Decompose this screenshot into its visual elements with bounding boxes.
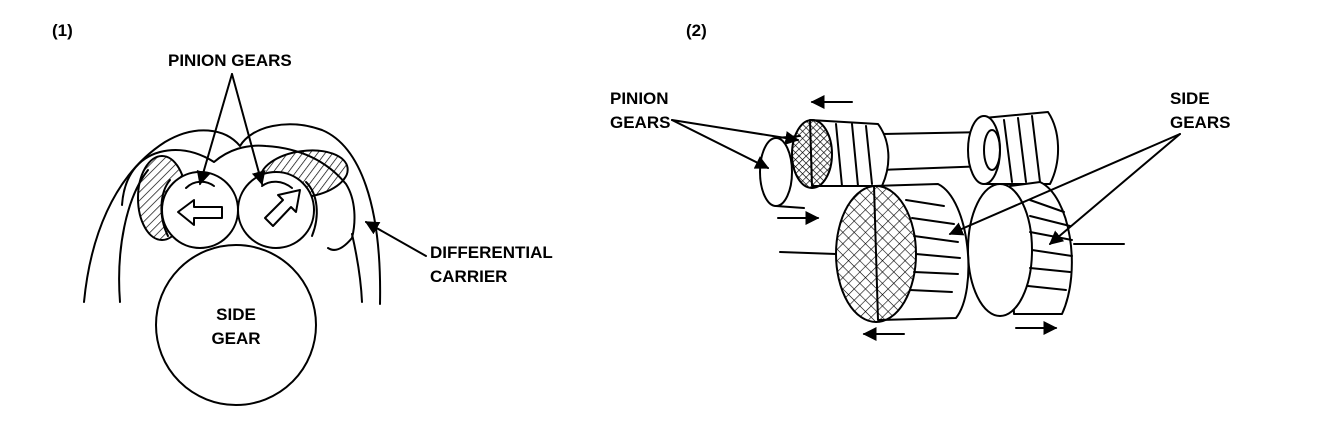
side-gears-label-line-1: SIDE bbox=[1170, 89, 1210, 108]
side-gears-leader-left bbox=[948, 133, 1181, 236]
left-axle-line bbox=[779, 251, 837, 255]
pinion-gears-label-2-line-1: PINION bbox=[610, 89, 669, 108]
panel-label-2: (2) bbox=[686, 21, 707, 40]
pinion2-leader-upper bbox=[671, 119, 800, 145]
right-pinion-teeth bbox=[1003, 115, 1041, 183]
right-pinion-gear-hub bbox=[983, 129, 1001, 171]
left-pinion-gear-face-crosshatched bbox=[791, 119, 833, 189]
right-hollow-arrow-icon bbox=[264, 189, 301, 227]
left-pinion-edge bbox=[160, 179, 171, 237]
left-hollow-arrow-icon bbox=[177, 199, 223, 226]
pinion-gears-label-2-line-2: GEARS bbox=[610, 113, 670, 132]
side-gear-circle bbox=[155, 244, 317, 406]
left-side-gear-teeth bbox=[905, 199, 961, 293]
right-pinion-edge bbox=[305, 181, 318, 237]
rear-pinion-disc bbox=[759, 137, 793, 207]
left-side-gear-face-crosshatched bbox=[835, 185, 917, 323]
pinion-leader-right bbox=[231, 73, 266, 186]
carrier-label-line-1: DIFFERENTIAL bbox=[430, 243, 553, 262]
figure-2: (2) bbox=[610, 21, 1230, 341]
side-gear-label-line-1: SIDE bbox=[216, 305, 256, 324]
pinion-gears-label-1: PINION GEARS bbox=[168, 51, 292, 70]
side-gears-leader-right bbox=[1048, 133, 1181, 245]
panel-label-1: (1) bbox=[52, 21, 73, 40]
carrier-outer-outline bbox=[83, 123, 382, 305]
pinion2-leader-lower bbox=[671, 119, 770, 169]
side-gear-label-line-2: GEAR bbox=[211, 329, 260, 348]
side-gears-label-line-2: GEARS bbox=[1170, 113, 1230, 132]
carrier-leader-line bbox=[364, 221, 427, 257]
carrier-label-line-2: CARRIER bbox=[430, 267, 507, 286]
right-side-gear-face bbox=[967, 183, 1033, 317]
figure-1: (1) PINION GEARS DIFFERENTIAL CARR bbox=[52, 21, 553, 406]
left-pinion-teeth bbox=[835, 123, 873, 187]
carrier-pinion-housing bbox=[121, 144, 356, 251]
pinion-leader-left bbox=[196, 73, 233, 186]
